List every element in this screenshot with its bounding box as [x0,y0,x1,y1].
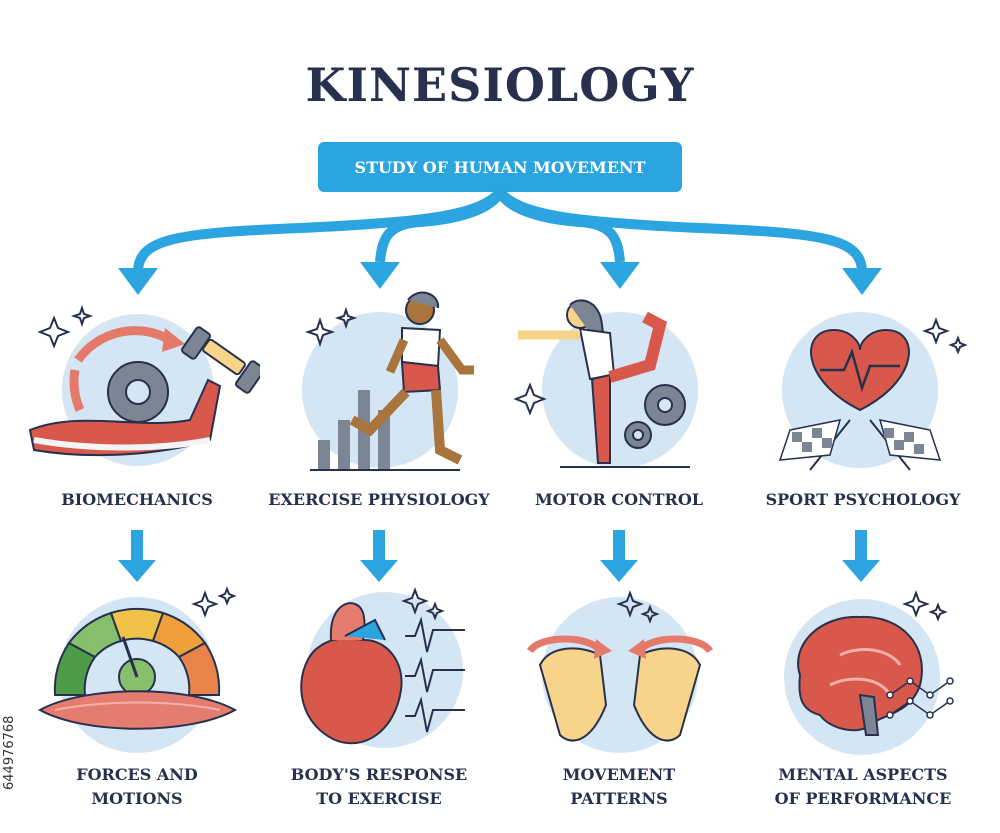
sub-label-mental-aspects: MENTAL ASPECTS OF PERFORMANCE [774,765,952,808]
arrow-sport-psychology [496,188,867,271]
subtitle-box: STUDY OF HUMAN MOVEMENT [318,142,682,192]
label-biomechanics: BIOMECHANICS [61,490,213,509]
arrowhead-motor-control [600,262,640,289]
arrow-exercise-physiology [375,189,505,263]
sub-label-movement-patterns: MOVEMENT PATTERNS [562,765,676,808]
heart-pulse-icon [300,587,465,748]
down-arrow-motor-control [600,530,638,582]
label-motor-control: MOTOR CONTROL [534,490,704,509]
label-sport-psychology: SPORT PSYCHOLOGY [765,490,961,509]
gear-arm-dumbbell-icon [28,304,260,466]
brain-network-icon [784,590,954,755]
down-arrow-sport-psychology [842,530,880,582]
yoga-gears-icon [513,299,698,468]
label-exercise-physiology: EXERCISE PHYSIOLOGY [268,490,490,509]
down-arrow-biomechanics [118,530,156,582]
down-arrow-exercise-physiology [360,530,398,582]
stock-id: 644976768 [2,715,17,790]
arrowhead-sport-psychology [842,268,882,295]
subtitle-text: STUDY OF HUMAN MOVEMENT [354,157,646,177]
sub-label-forces-and-motions: FORCES AND MOTIONS [76,765,198,808]
arrowhead-biomechanics [118,268,158,295]
page-title: KINESIOLOGY [305,58,695,112]
hands-rotation-icon [527,590,713,753]
arrow-biomechanics [133,188,504,271]
sub-label-bodys-response: BODY'S RESPONSE TO EXERCISE [290,765,468,808]
heart-flags-icon [778,312,968,471]
muscle-gauge-icon [37,586,238,753]
arrowhead-exercise-physiology [360,262,400,289]
runner-chart-icon [302,291,474,471]
